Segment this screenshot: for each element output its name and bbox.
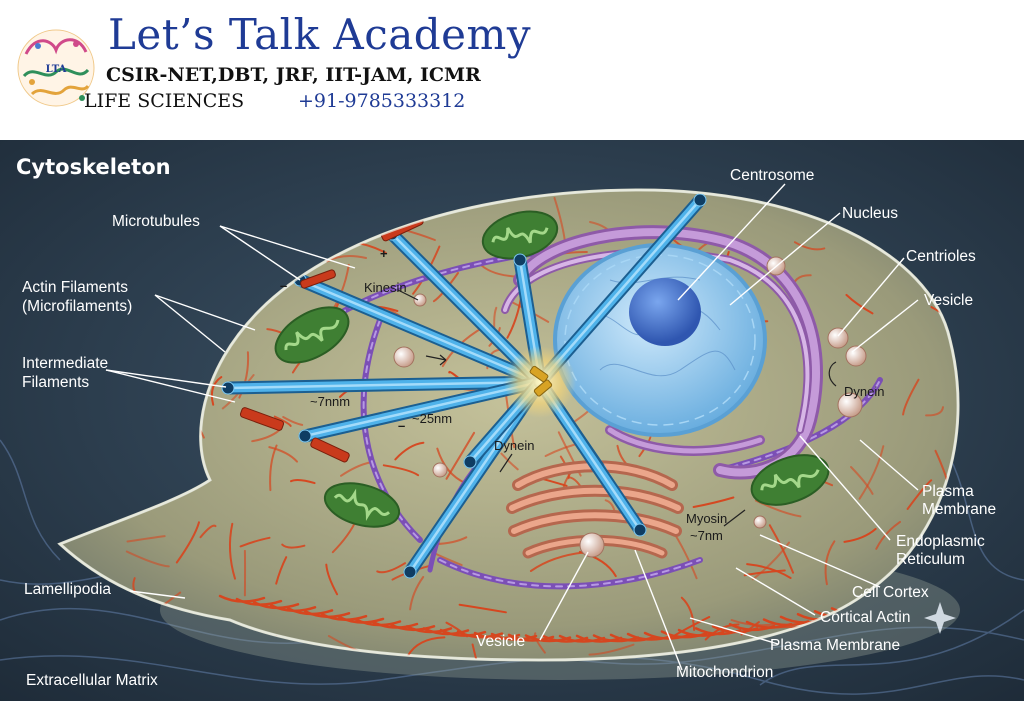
centrosome: [504, 346, 576, 418]
nucleolus: [629, 278, 701, 346]
label-minus-2: –: [398, 418, 405, 433]
label-intermediate-line1: Intermediate: [22, 355, 108, 372]
label-lamellipodia: Lamellipodia: [24, 581, 111, 598]
label-diameter-7nm: ~7nnm: [310, 394, 350, 409]
endoplasmic-reticulum: [501, 225, 823, 480]
label-plus: +: [380, 246, 388, 261]
sparkle-icon: [924, 602, 956, 634]
actin-bundles: [239, 215, 424, 463]
leader-lines: [105, 183, 919, 671]
label-myosin: Myosin: [686, 511, 727, 526]
label-er-line2: Reticulum: [896, 551, 965, 568]
label-centrioles: Centrioles: [906, 248, 976, 265]
header-banner: LTA Let’s Talk Academy CSIR-NET,DBT, JRF…: [0, 0, 1024, 140]
academy-subject: LIFE SCIENCES: [84, 90, 245, 112]
label-dynein-left: Dynein: [494, 438, 534, 453]
label-plasma-membrane-right-line1: Plasma: [922, 483, 974, 500]
label-myosin-size: ~7nm: [690, 528, 723, 543]
cytoskeleton-figure: Cytoskeleton Microtubules Actin Filament…: [0, 140, 1024, 701]
academy-phone[interactable]: +91-9785333312: [298, 90, 466, 112]
label-actin-filaments-line2: (Microfilaments): [22, 298, 132, 315]
label-dynein-right: Dynein: [844, 384, 884, 399]
inner-leader-lines: [397, 289, 837, 527]
microtubules: [221, 193, 707, 579]
cytoskeleton-diagram: Cytoskeleton Microtubules Actin Filament…: [0, 140, 1024, 701]
diagram-title: Cytoskeleton: [16, 155, 171, 179]
label-extracellular-matrix: Extracellular Matrix: [26, 672, 158, 689]
label-actin-filaments-line1: Actin Filaments: [22, 279, 128, 296]
label-intermediate-line2: Filaments: [22, 374, 89, 391]
label-cortical-actin: Cortical Actin: [820, 609, 910, 626]
label-centrosome: Centrosome: [730, 167, 814, 184]
vesicles: [393, 256, 867, 558]
academy-tagline: CSIR-NET,DBT, JRF, IIT-JAM, ICMR: [106, 64, 481, 86]
label-nucleus: Nucleus: [842, 205, 898, 222]
label-kinesin: Kinesin: [364, 280, 407, 295]
svg-text:LTA: LTA: [46, 64, 67, 75]
label-vesicle-bottom: Vesicle: [476, 633, 525, 650]
label-plasma-membrane-bottom: Plasma Membrane: [770, 637, 900, 654]
academy-logo-icon: LTA: [17, 29, 95, 107]
mitochondria: [274, 210, 830, 528]
label-cell-cortex: Cell Cortex: [852, 584, 929, 601]
label-diameter-25nm: ~25nm: [412, 411, 452, 426]
label-er-line1: Endoplasmic: [896, 533, 985, 550]
label-mitochondrion: Mitochondrion: [676, 664, 773, 681]
academy-title: Let’s Talk Academy: [108, 10, 532, 59]
label-plasma-membrane-right-line2: Membrane: [922, 501, 996, 518]
label-vesicle-right: Vesicle: [924, 292, 973, 309]
label-minus-1: –: [280, 278, 287, 293]
label-microtubules: Microtubules: [112, 213, 200, 230]
